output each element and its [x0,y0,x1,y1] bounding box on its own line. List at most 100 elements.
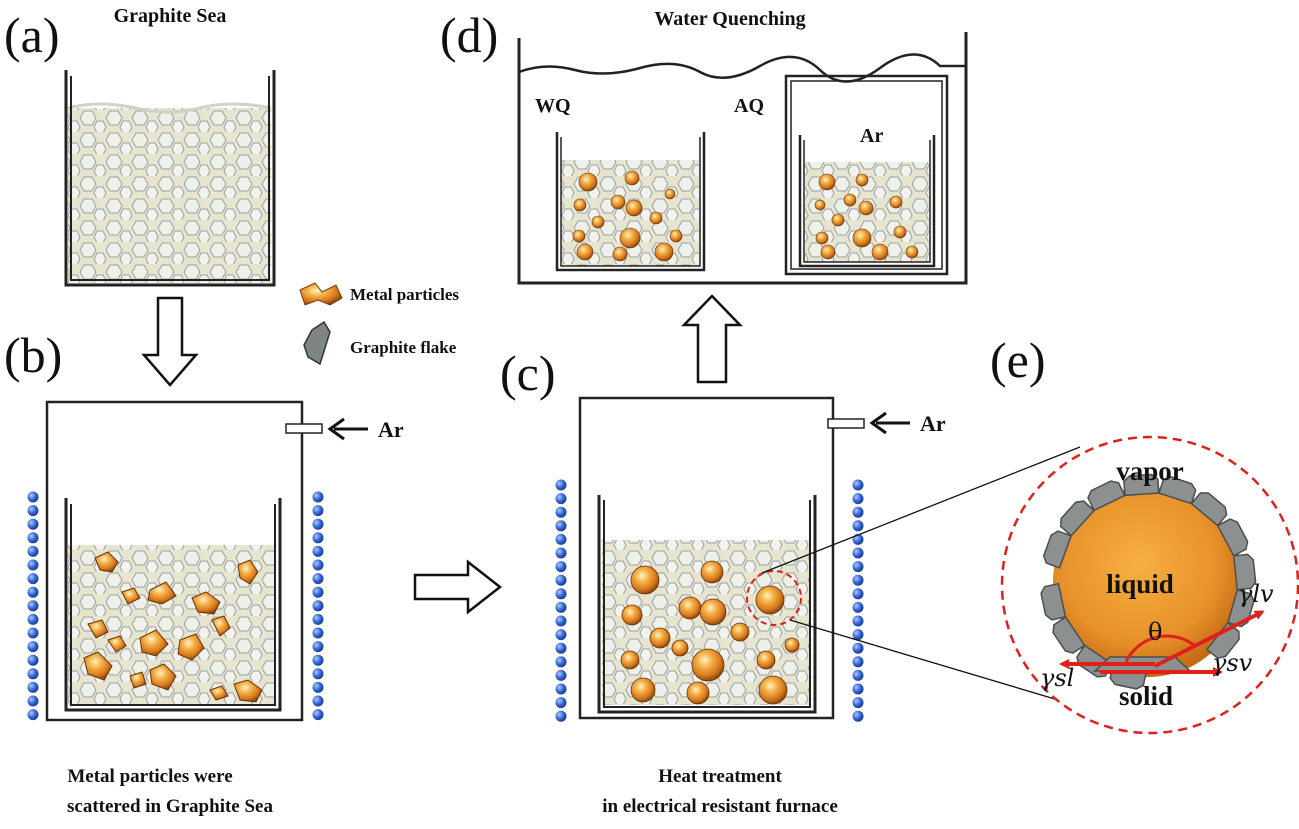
vapor-label: vapor [1116,456,1184,486]
coil-turn [555,629,567,641]
panel-d-label: (d) [440,7,498,63]
metal-spheres-c [620,560,800,705]
coil-turn [27,641,39,653]
graphite-flake [1123,473,1160,497]
coil-turn [852,615,864,627]
aq-box-inner [790,80,943,270]
caption-b-line2: scattered in Graphite Sea [67,796,273,817]
coil-turn [555,669,567,681]
furnace-b [45,400,304,722]
coil-turn [312,518,324,530]
coil-turn [27,613,39,625]
arrow-c-to-d [681,294,743,384]
graphite-bed-a [68,108,271,283]
coil-turn [27,681,39,693]
coil-turn [27,709,39,721]
coil-turn [852,520,864,532]
coil-turn [27,600,39,612]
panel-c-label: (c) [500,345,556,401]
coil-turn [852,710,864,722]
coil-turn [555,601,567,613]
coil-turn [312,627,324,639]
coil-turn [852,629,864,641]
coil-turn [312,668,324,680]
theta-label: θ [1148,618,1162,646]
coil-turn [27,532,39,544]
coil-turn [852,506,864,518]
graphite-flake [1042,530,1073,569]
caption-c-line1: Heat treatment [658,766,782,787]
coil-turn [27,668,39,680]
ar-label-b: Ar [378,417,404,442]
panel-e: (e) vapor liquid solid θ γlv γsl γsv [990,332,1299,735]
panel-a: (a) Graphite Sea [4,5,276,287]
graphite-flake [1087,480,1126,512]
coil-turn [555,656,567,668]
legend-metal-particles: Metal particles [350,285,459,304]
panel-b-label: (b) [4,327,62,383]
coil-turn [852,574,864,586]
coil-turn [852,479,864,491]
coil-turn [312,695,324,707]
coil-turn [312,600,324,612]
coil-turn [312,532,324,544]
legend-graphite-flake: Graphite flake [350,338,457,357]
liquid-label: liquid [1106,569,1174,599]
arrow-b-to-c [413,559,503,615]
coil-turn [555,697,567,709]
heating-coils-c-right [852,479,864,722]
coil-turn [555,533,567,545]
graphite-flake [1232,553,1257,591]
coil-turn [555,493,567,505]
panel-d: (d) Water Quenching WQ AQ [440,7,968,285]
heating-coils-b-right [312,491,324,721]
graphite-flake [1158,476,1197,505]
coil-turn [312,505,324,517]
coil-turn [312,709,324,721]
arrow-a-to-b [141,296,199,387]
graphite-flake [1205,621,1240,660]
coil-turn [852,601,864,613]
panel-e-label: (e) [990,332,1046,388]
graphite-flake [1190,492,1228,527]
ar-label-c: Ar [920,411,946,436]
metal-chips-b [83,551,263,703]
gamma-lv-label: γlv [1238,580,1274,608]
coil-turn [555,574,567,586]
metal-particle-icon [299,282,343,306]
coil-turn [27,505,39,517]
coil-turn [555,561,567,573]
gamma-sv-label: γsv [1212,649,1253,677]
water-tank [517,32,968,285]
liquid-droplet [1053,487,1243,677]
coil-turn [555,547,567,559]
coil-turn [852,493,864,505]
coil-turn [27,586,39,598]
gamma-sl-label: γsl [1040,664,1074,692]
coil-turn [555,506,567,518]
coil-turn [312,681,324,693]
crucible-wq [555,132,706,272]
coil-turn [852,697,864,709]
coil-turn [555,615,567,627]
furnace-c [578,396,835,720]
coil-turn [852,669,864,681]
coil-turn [312,491,324,503]
coil-turn [555,710,567,722]
panel-a-title: Graphite Sea [114,5,227,27]
panel-a-label: (a) [4,7,60,63]
caption-b-line1: Metal particles were [67,766,232,787]
coil-turn [555,479,567,491]
heating-coils-b-left [27,491,39,721]
coil-turn [27,654,39,666]
coil-turn [27,573,39,585]
panel-c: (c) Ar Heat treatmen [500,345,946,817]
aq-box-outer [784,74,949,276]
coil-turn [852,642,864,654]
gamma-lv-arrow [1154,610,1265,668]
ar-inlet-b [285,423,323,434]
coil-turn [312,641,324,653]
coil-turn [27,491,39,503]
coil-turn [852,588,864,600]
coil-turn [312,654,324,666]
